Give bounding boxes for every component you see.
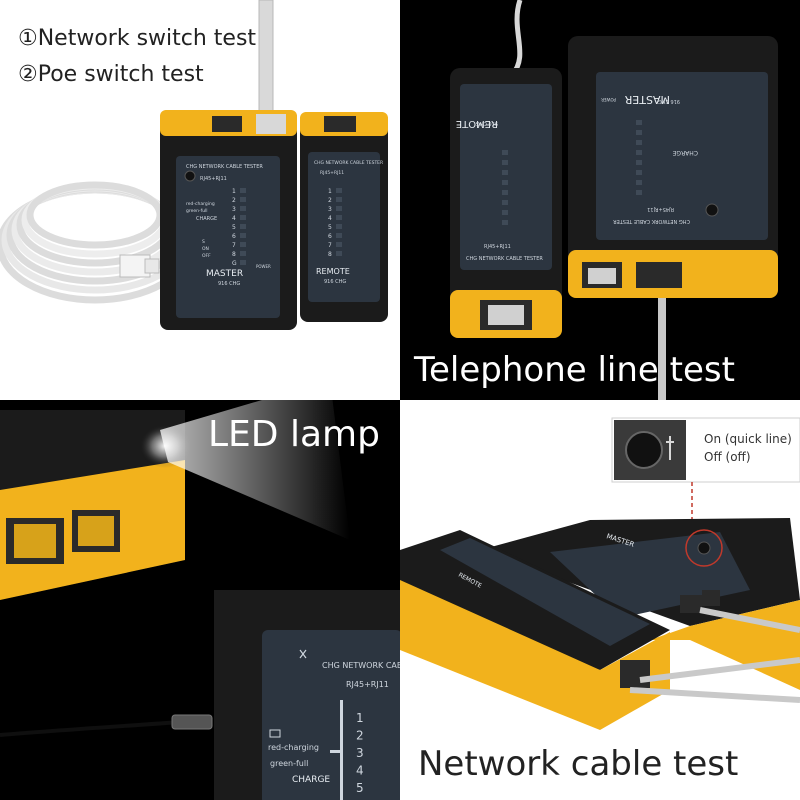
led-number: 6 xyxy=(328,233,332,240)
led-number: 6 xyxy=(232,233,236,240)
remote-unit-rotated xyxy=(450,68,562,338)
master-power-rotated: POWER xyxy=(601,97,616,102)
power-button-icon xyxy=(625,431,663,469)
master-tester-title-rotated: CHG NETWORK CABLE TESTER xyxy=(613,218,690,224)
closeup-charge-red: red-charging xyxy=(268,743,319,752)
master-led-numbers: 1 2 3 4 5 6 7 8G xyxy=(232,188,237,267)
remote-label: REMOTE xyxy=(316,267,350,276)
closeup-tester-title: CHG NETWORK CABLE TEST xyxy=(322,661,400,670)
remote-label-rotated: REMOTE xyxy=(456,118,498,129)
caption-poe-switch-test: ②Poe switch test xyxy=(18,62,204,87)
master-label: MASTER xyxy=(206,269,243,279)
master-model: 916 CHG xyxy=(218,281,240,287)
led-number: 5 xyxy=(328,224,332,231)
master-charge-red: red-charging xyxy=(186,201,215,207)
led-number: 2 xyxy=(232,197,236,204)
tester-closeup-bottom xyxy=(214,590,400,800)
usb-c-plug xyxy=(171,714,213,730)
caption-telephone-line-test: Telephone line test xyxy=(414,350,735,390)
remote-model: 916 CHG xyxy=(324,279,346,285)
tester-closeup-top xyxy=(0,410,185,600)
master-unit-rotated xyxy=(568,36,778,298)
tester-photo-2: REMOTE 916 CHG CHG NETWORK CABLE TESTER … xyxy=(450,0,778,400)
lamp-indicator-icon xyxy=(666,436,674,460)
remote-unit xyxy=(300,112,388,322)
closeup-charge-label: CHARGE xyxy=(292,775,330,785)
master-label-rotated: MASTER xyxy=(624,93,670,106)
rj45-plug xyxy=(119,254,160,278)
master-unit xyxy=(160,110,297,330)
led-number: 3 xyxy=(356,746,364,760)
remote-tester-title: CHG NETWORK CABLE TESTER xyxy=(314,160,383,166)
panel-network-switch-test: CHG NETWORK CABLE TESTER RJ45+RJ11 red-c… xyxy=(0,0,400,400)
master-switch-on: ON xyxy=(202,246,209,252)
master-switch-off: OFF xyxy=(202,253,211,259)
remote-unit-angled xyxy=(400,530,670,730)
led-number: 2 xyxy=(356,729,364,743)
led-light-beam xyxy=(160,400,350,540)
master-tester-title: CHG NETWORK CABLE TESTER xyxy=(186,164,263,170)
led-number: 1 xyxy=(356,711,364,725)
led-number: 4 xyxy=(232,215,236,222)
bottom-cable xyxy=(658,280,666,400)
led-number: G xyxy=(232,260,237,267)
master-charge-green: green-full xyxy=(186,208,208,214)
tester-photo-3: CHG NETWORK CABLE TEST RJ45+RJ11 red-cha… xyxy=(0,400,400,800)
led-number: 4 xyxy=(356,764,364,778)
top-cable xyxy=(510,0,523,77)
master-model-rotated: 916 CHG xyxy=(658,98,680,104)
patch-cable xyxy=(258,0,274,121)
closeup-led-numbers: 1 2 3 4 5 xyxy=(356,711,364,795)
remote-led-numbers: 1 2 3 4 5 6 7 8 xyxy=(328,188,332,258)
patch-cables xyxy=(629,607,800,703)
power-button xyxy=(697,541,711,555)
led-number: 7 xyxy=(232,242,236,249)
callout-off-text: Off (off) xyxy=(704,450,751,464)
master-charge-label: CHARGE xyxy=(196,216,217,222)
tester-photo-4: MASTER REMOTE xyxy=(400,417,800,730)
remote-port-label-2: RJ45+RJ11 xyxy=(484,244,511,250)
led-number: 8 xyxy=(328,251,332,258)
master-power-label: POWER xyxy=(256,264,271,269)
master-port-label-rotated: RJ45+RJ11 xyxy=(647,206,674,212)
master-charge-rotated: CHARGE xyxy=(672,149,698,156)
led-number: 3 xyxy=(328,206,332,213)
panel-network-cable-test: MASTER REMOTE On (quick line) Off (off) … xyxy=(400,400,800,800)
led-number: 8 xyxy=(232,251,236,258)
led-number: 4 xyxy=(328,215,332,222)
led-number: 1 xyxy=(328,188,332,195)
caption-network-switch-test: ①Network switch test xyxy=(18,26,257,51)
switch-highlight-ring xyxy=(685,529,723,567)
tester-photo-1: CHG NETWORK CABLE TESTER RJ45+RJ11 red-c… xyxy=(0,0,388,330)
callout-on-text: On (quick line) xyxy=(704,432,792,446)
remote-model-rotated: 916 CHG xyxy=(476,120,498,126)
closeup-port-label: RJ45+RJ11 xyxy=(346,680,389,689)
caption-network-cable-test: Network cable test xyxy=(418,744,739,784)
led-number: 5 xyxy=(356,781,364,795)
led-number: 5 xyxy=(232,224,236,231)
remote-port-label: RJ45+RJ11 xyxy=(320,170,344,176)
master-switch-s: S xyxy=(202,239,205,245)
usb-cable xyxy=(0,720,181,737)
panel-telephone-line-test: REMOTE 916 CHG CHG NETWORK CABLE TESTER … xyxy=(400,0,800,400)
led-number: 7 xyxy=(328,242,332,249)
remote-tester-title-2: CHG NETWORK CABLE TESTER xyxy=(466,256,543,262)
led-number: 3 xyxy=(232,206,236,213)
led-number: 1 xyxy=(232,188,236,195)
closeup-charge-green: green-full xyxy=(270,759,308,768)
led-number: 2 xyxy=(328,197,332,204)
master-port-label: RJ45+RJ11 xyxy=(200,176,227,182)
panel-led-lamp: CHG NETWORK CABLE TEST RJ45+RJ11 red-cha… xyxy=(0,400,400,800)
caption-led-lamp: LED lamp xyxy=(208,414,380,455)
